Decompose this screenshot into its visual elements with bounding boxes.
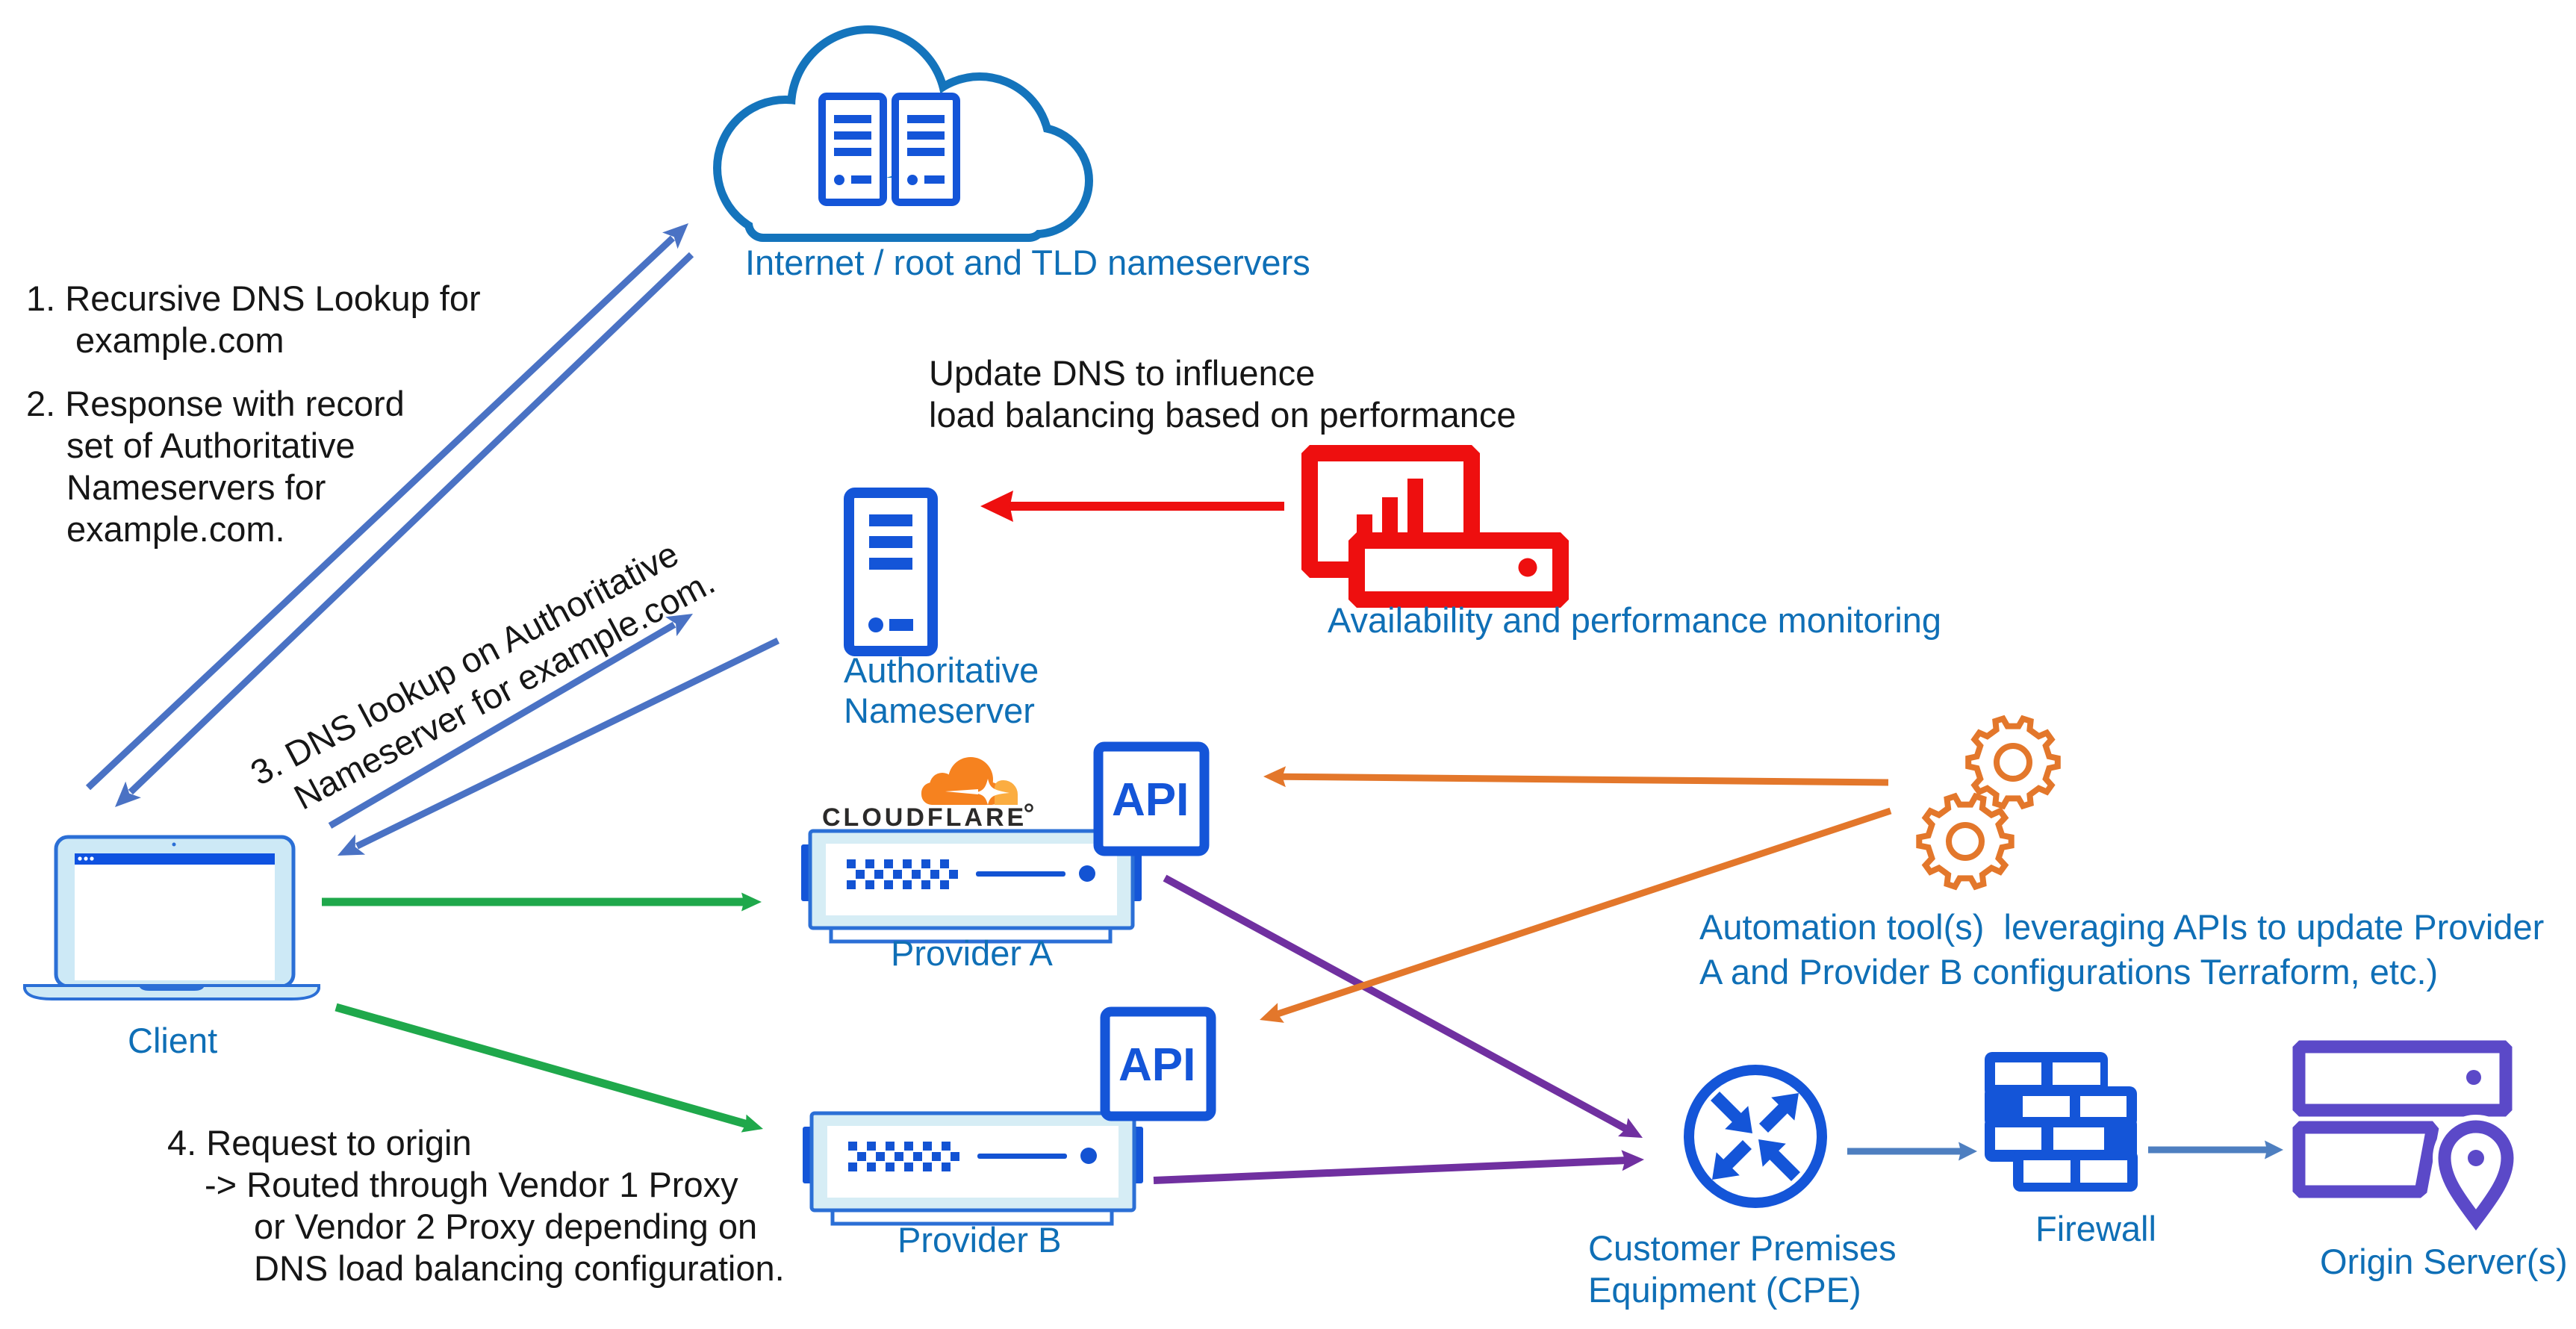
svg-text:3. DNS lookup on Authoritative: 3. DNS lookup on Authoritative [244,534,685,793]
svg-text:Provider B: Provider B [897,1220,1061,1260]
svg-text:API: API [1119,1039,1195,1091]
svg-text:Nameserver: Nameserver [844,691,1035,730]
svg-text:Nameservers for: Nameservers for [66,467,326,507]
svg-text:-> Routed through Vendor 1 Pro: -> Routed through Vendor 1 Proxy [205,1165,738,1204]
svg-text:Provider A: Provider A [891,933,1053,973]
svg-text:Client: Client [128,1021,217,1060]
svg-text:Nameserver for example.com.: Nameserver for example.com. [287,561,721,817]
svg-text:Internet / root and TLD namese: Internet / root and TLD nameservers [745,243,1310,282]
svg-text:Authoritative: Authoritative [844,650,1039,690]
svg-text:Update DNS to influence: Update DNS to influence [929,353,1315,393]
svg-text:Automation tool(s) leveraging: Automation tool(s) leveraging APIs to up… [1699,907,2544,947]
svg-text:set of Authoritative: set of Authoritative [66,426,355,465]
svg-text:or Vendor 2 Proxy depending on: or Vendor 2 Proxy depending on [254,1207,757,1246]
svg-text:Equipment (CPE): Equipment (CPE) [1588,1270,1861,1310]
svg-text:load balancing based on perfor: load balancing based on performance [929,395,1516,435]
svg-text:DNS load balancing configurati: DNS load balancing configuration. [254,1248,785,1288]
svg-text:example.com.: example.com. [66,509,285,549]
svg-text:A and Provider B configuration: A and Provider B configurations Terrafor… [1699,952,2438,992]
svg-text:CLOUDFLARE: CLOUDFLARE [822,803,1027,832]
svg-text:Origin Server(s): Origin Server(s) [2320,1242,2568,1281]
svg-text:Firewall: Firewall [2035,1209,2156,1248]
svg-text:API: API [1112,774,1189,826]
svg-text:2. Response with record: 2. Response with record [26,384,405,423]
svg-text:example.com: example.com [75,320,284,360]
svg-text:1. Recursive DNS Lookup for: 1. Recursive DNS Lookup for [26,278,481,318]
svg-text:Customer Premises: Customer Premises [1588,1228,1897,1268]
svg-text:4. Request to origin: 4. Request to origin [167,1123,472,1163]
svg-text:Availability and performance m: Availability and performance monitoring [1328,600,1941,640]
